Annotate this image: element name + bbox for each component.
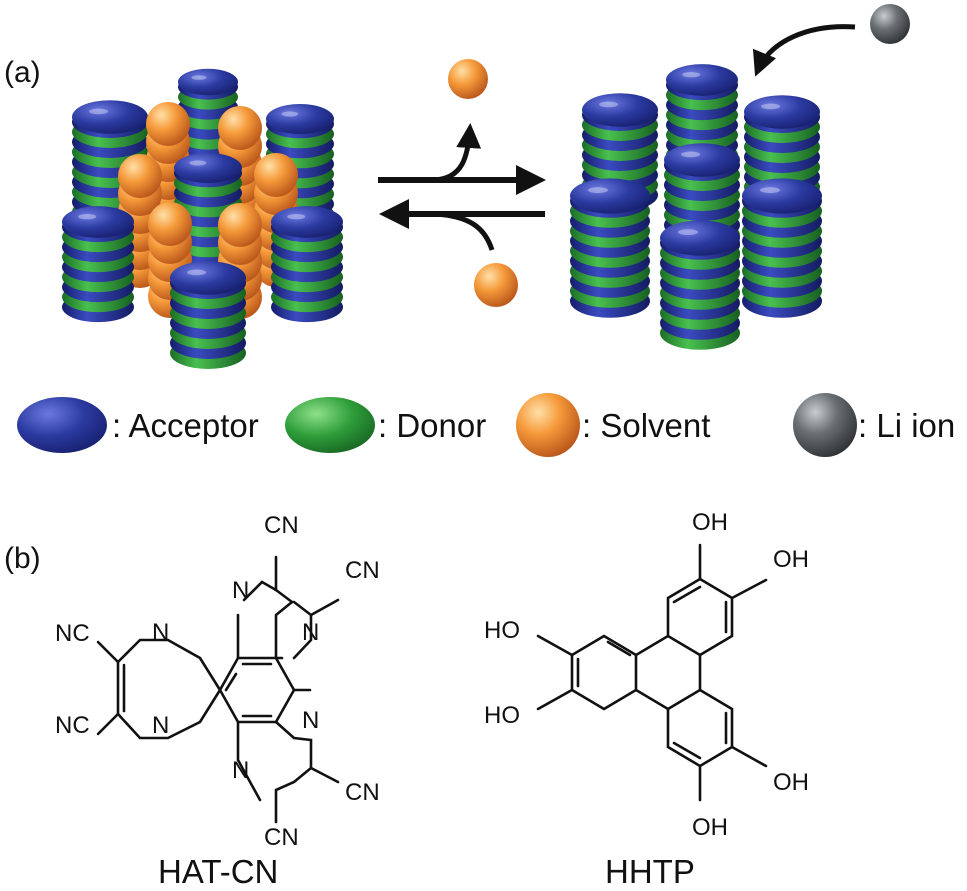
- solvent-release-arrow: [434, 123, 482, 183]
- acceptor-legend-swatch: [17, 397, 107, 453]
- hat-cn-name: HAT-CN: [158, 853, 278, 890]
- left-column-front: [170, 261, 246, 369]
- right-column-front: [660, 220, 740, 350]
- hhtp-oh-top: OH: [692, 509, 728, 536]
- acceptor-disc-top: [178, 68, 238, 96]
- solvent-molecule-absorbed: [474, 263, 518, 307]
- li-ion-legend-swatch: [793, 393, 857, 457]
- solvent-molecule-released: [448, 59, 488, 99]
- acceptor-disc-top: [664, 143, 740, 177]
- hat-cn-n-2: N: [302, 619, 319, 646]
- hat-cn-nc-lower: NC: [55, 712, 90, 739]
- donor-legend-swatch: [285, 397, 375, 453]
- hat-cn-n-3: N: [152, 619, 169, 646]
- hat-cn-cn-top: CN: [264, 512, 299, 539]
- hat-cn-bonds: [96, 555, 340, 824]
- acceptor-disc-top: [570, 178, 650, 214]
- acceptor-disc-top: [174, 153, 242, 183]
- solvent-uptake-arrow: [434, 211, 495, 251]
- legend: : Acceptor : Donor : Solvent : Li ion: [17, 393, 955, 457]
- acceptor-disc-top: [266, 104, 334, 134]
- hat-cn-n-1: N: [232, 577, 249, 604]
- acceptor-disc-top: [271, 206, 343, 238]
- hhtp-ho-lower-left: HO: [484, 702, 520, 729]
- acceptor-disc-top: [72, 100, 148, 134]
- hat-cn-n-4: N: [152, 712, 169, 739]
- acceptor-disc-top: [582, 93, 658, 127]
- hhtp-structure: OH OH HO HO OH OH HHTP: [484, 509, 809, 890]
- li-ion-sphere: [870, 4, 910, 44]
- left-column-front-right: [271, 206, 343, 323]
- solvent-legend-label: : Solvent: [582, 407, 710, 444]
- right-column-front-left: [570, 178, 650, 318]
- hhtp-oh-top-right: OH: [773, 546, 809, 573]
- li-ion-legend-label: : Li ion: [858, 407, 955, 444]
- hat-cn-n-6: N: [232, 757, 249, 784]
- solvated-stack-assembly: [62, 68, 343, 369]
- hhtp-oh-bottom: OH: [692, 814, 728, 841]
- donor-legend-label: : Donor: [378, 407, 486, 444]
- panel-a-label: (a): [4, 56, 41, 89]
- hhtp-oh-bottom-right: OH: [773, 769, 809, 796]
- solvent-legend-swatch: [516, 393, 580, 457]
- acceptor-legend-label: : Acceptor: [112, 407, 259, 444]
- hat-cn-cn-bottom-right: CN: [345, 779, 380, 806]
- hhtp-ho-upper-left: HO: [484, 617, 520, 644]
- left-column-back-left: [72, 100, 148, 228]
- hat-cn-structure: CN CN N N N N N N NC NC CN CN HAT-CN: [55, 512, 380, 890]
- hhtp-name: HHTP: [605, 853, 695, 890]
- right-column-front-right: [742, 178, 822, 318]
- left-column-front-left: [62, 206, 134, 323]
- hhtp-bonds: [536, 543, 768, 802]
- acceptor-disc-top: [62, 206, 134, 238]
- acceptor-disc-top: [744, 95, 820, 129]
- hat-cn-n-5: N: [302, 707, 319, 734]
- hat-cn-cn-top-right: CN: [345, 557, 380, 584]
- hat-cn-cn-bottom: CN: [264, 824, 299, 851]
- li-ion-arrow: [752, 24, 856, 77]
- acceptor-disc-top: [170, 261, 246, 295]
- hat-cn-nc-upper: NC: [55, 620, 90, 647]
- acceptor-disc-top: [660, 220, 740, 256]
- panel-b-label: (b): [4, 542, 41, 575]
- equilibrium-arrows: [378, 24, 856, 251]
- acceptor-disc-top: [666, 64, 738, 96]
- acceptor-disc-top: [742, 178, 822, 214]
- desolvated-stack-assembly: [570, 64, 822, 350]
